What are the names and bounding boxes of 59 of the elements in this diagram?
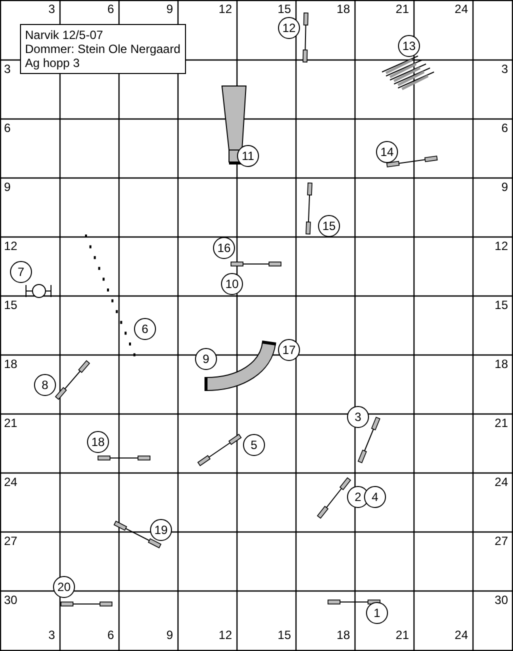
callout-number: 7 — [10, 261, 32, 283]
axis-number: 18 — [494, 358, 508, 371]
axis-number: 21 — [396, 629, 409, 642]
callout-number: 5 — [243, 434, 265, 456]
axis-number: 3 — [48, 629, 55, 642]
callout-number: 14 — [376, 141, 398, 163]
axis-number: 18 — [336, 629, 350, 642]
axis-number: 24 — [454, 629, 468, 642]
axis-number: 12 — [218, 629, 232, 642]
axis-number: 21 — [494, 417, 508, 430]
axis-number: 30 — [4, 594, 18, 607]
axis-number: 6 — [107, 629, 114, 642]
callout-number: 12 — [278, 17, 300, 39]
axis-number: 21 — [4, 417, 18, 430]
axis-number: 24 — [454, 3, 468, 16]
axis-number: 27 — [494, 535, 508, 548]
callout-number: 20 — [53, 576, 75, 598]
axis-number: 3 — [501, 63, 508, 76]
axis-number: 9 — [4, 181, 11, 194]
callout-number: 11 — [237, 145, 259, 167]
callout-number: 19 — [150, 519, 172, 541]
callout-number: 6 — [134, 318, 156, 340]
axis-number: 6 — [4, 122, 11, 135]
info-text: Dommer: Stein Ole Nergaard — [25, 42, 181, 56]
axis-number: 18 — [336, 3, 350, 16]
axis-number: 3 — [4, 63, 11, 76]
info-text: Narvik 12/5-07 — [25, 28, 104, 42]
axis-number: 12 — [494, 240, 508, 253]
callout-number: 1 — [366, 602, 388, 624]
axis-number: 15 — [494, 299, 508, 312]
info-text: Ag hopp 3 — [25, 56, 81, 70]
axis-number: 9 — [166, 629, 173, 642]
callout-number: 15 — [318, 215, 340, 237]
axis-number: 21 — [396, 3, 409, 16]
axis-number: 30 — [494, 594, 508, 607]
callout-number: 16 — [213, 237, 235, 259]
callout-number: 3 — [347, 406, 369, 428]
axis-number: 12 — [218, 3, 232, 16]
axis-number: 24 — [4, 476, 18, 489]
callout-number: 4 — [364, 486, 386, 508]
callout-number: 17 — [278, 339, 300, 361]
callout-number: 13 — [398, 35, 420, 57]
axis-number: 27 — [4, 535, 18, 548]
axis-number: 15 — [278, 3, 291, 16]
axis-number: 18 — [4, 358, 18, 371]
axis-number: 3 — [48, 3, 55, 16]
axis-number: 9 — [501, 181, 508, 194]
axis-number: 6 — [501, 122, 508, 135]
axis-number: 15 — [4, 299, 18, 312]
axis-number: 6 — [107, 3, 114, 16]
info-box — [20, 24, 186, 74]
axis-number: 15 — [278, 629, 291, 642]
callout-number: 9 — [195, 348, 217, 370]
callout-number: 10 — [221, 273, 243, 295]
axis-number: 24 — [494, 476, 508, 489]
callout-number: 8 — [34, 374, 56, 396]
axis-number: 9 — [166, 3, 173, 16]
axis-number: 12 — [4, 240, 18, 253]
callout-number: 18 — [87, 431, 109, 453]
